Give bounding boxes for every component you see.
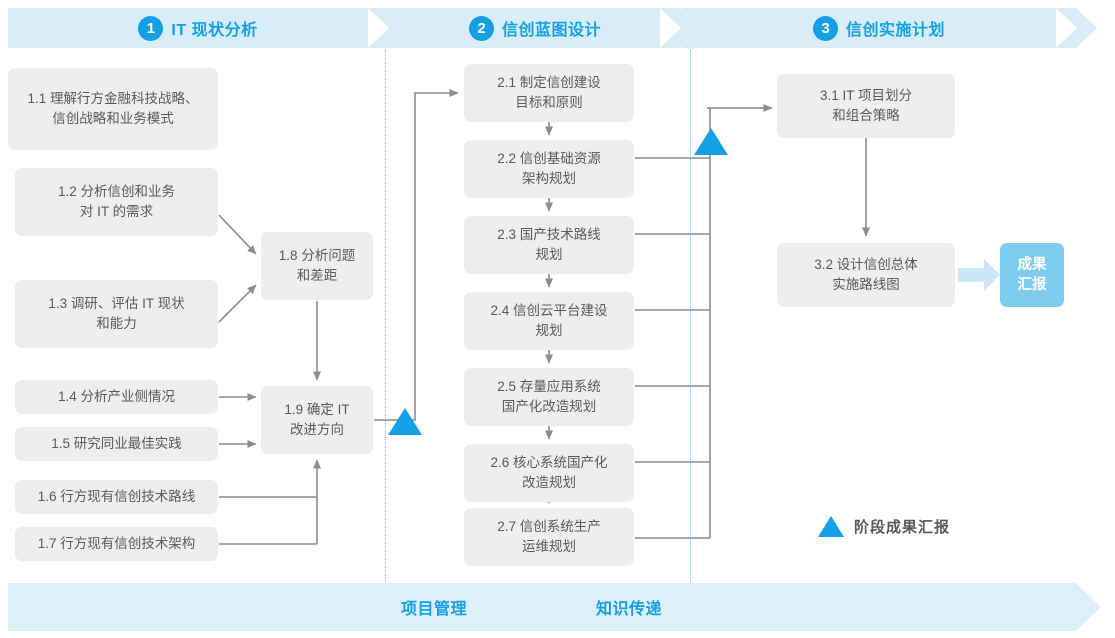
process-box-1-5[interactable]: 1.5 研究同业最佳实践 (15, 427, 218, 461)
wire-1-3-to-1-8 (218, 284, 257, 323)
process-box-2-7[interactable]: 2.7 信创系统生产 运维规划 (464, 508, 634, 566)
footer-bar: 项目管理 知识传递 (8, 583, 1101, 631)
wire-3-2-to-result (958, 259, 1000, 291)
phase-3-title: 信创实施计划 (845, 22, 945, 39)
phase-1-chevron-icon (388, 8, 409, 48)
footer-chevron-icon (1076, 583, 1101, 631)
phase-3-chevron-icon (1076, 8, 1097, 48)
phase-1[interactable]: 1 IT 现状分析 (8, 8, 409, 48)
process-box-2-1[interactable]: 2.1 制定信创建设 目标和原则 (464, 64, 634, 122)
process-box-1-9[interactable]: 1.9 确定 IT 改进方向 (261, 386, 373, 454)
process-box-2-4[interactable]: 2.4 信创云平台建设 规划 (464, 292, 634, 350)
process-box-3-2[interactable]: 3.2 设计信创总体 实施路线图 (777, 243, 955, 307)
process-box-3-1[interactable]: 3.1 IT 项目划分 和组合策略 (777, 74, 955, 138)
process-box-2-2[interactable]: 2.2 信创基础资源 架构规划 (464, 140, 634, 198)
milestone-phase-1-triangle-icon (388, 408, 422, 435)
process-box-1-3[interactable]: 1.3 调研、评估 IT 现状 和能力 (15, 280, 218, 348)
phase-2[interactable]: 2 信创蓝图设计 (390, 8, 701, 48)
phase-2-title: 信创蓝图设计 (501, 22, 601, 39)
phase-2-number: 2 (468, 15, 494, 41)
legend-triangle-icon (818, 516, 844, 537)
process-box-1-7[interactable]: 1.7 行方现有信创技术架构 (15, 527, 218, 561)
wire-1-9-to-2-1 (374, 89, 459, 421)
footer-item-knowledge-transfer[interactable]: 知识传递 (596, 601, 663, 618)
wire-1-2-to-1-8 (218, 214, 257, 255)
process-box-2-5[interactable]: 2.5 存量应用系统 国产化改造规划 (464, 368, 634, 426)
phase-2-notch (660, 8, 681, 48)
phase-3-notch (1056, 8, 1077, 48)
process-box-1-2[interactable]: 1.2 分析信创和业务 对 IT 的需求 (15, 168, 218, 236)
process-box-2-3[interactable]: 2.3 国产技术路线 规划 (464, 216, 634, 274)
milestone-phase-2-triangle-icon (694, 128, 728, 155)
phase-banner: 1 IT 现状分析 2 信创蓝图设计 3 信创实施计划 (0, 8, 1115, 48)
process-box-1-1[interactable]: 1.1 理解行方金融科技战略、 信创战略和业务模式 (8, 68, 218, 150)
phase-3[interactable]: 3 信创实施计划 (682, 8, 1097, 48)
footer-item-project-management[interactable]: 项目管理 (401, 601, 468, 618)
process-box-1-6[interactable]: 1.6 行方现有信创技术路线 (15, 480, 218, 514)
phase-1-number: 1 (138, 15, 164, 41)
process-box-2-6[interactable]: 2.6 核心系统国产化 改造规划 (464, 444, 634, 502)
phase-divider-1 (385, 50, 386, 588)
process-box-1-8[interactable]: 1.8 分析问题 和差距 (261, 232, 373, 300)
phase-divider-2 (690, 50, 691, 588)
phase-2-chevron-icon (680, 8, 701, 48)
phase-1-notch (368, 8, 389, 48)
phase-1-title: IT 现状分析 (171, 22, 258, 39)
legend: 阶段成果汇报 (818, 516, 950, 537)
result-report-badge[interactable]: 成果 汇报 (1000, 243, 1064, 307)
phase-3-number: 3 (812, 15, 838, 41)
process-box-1-4[interactable]: 1.4 分析产业侧情况 (15, 380, 218, 414)
legend-label: 阶段成果汇报 (854, 519, 951, 536)
